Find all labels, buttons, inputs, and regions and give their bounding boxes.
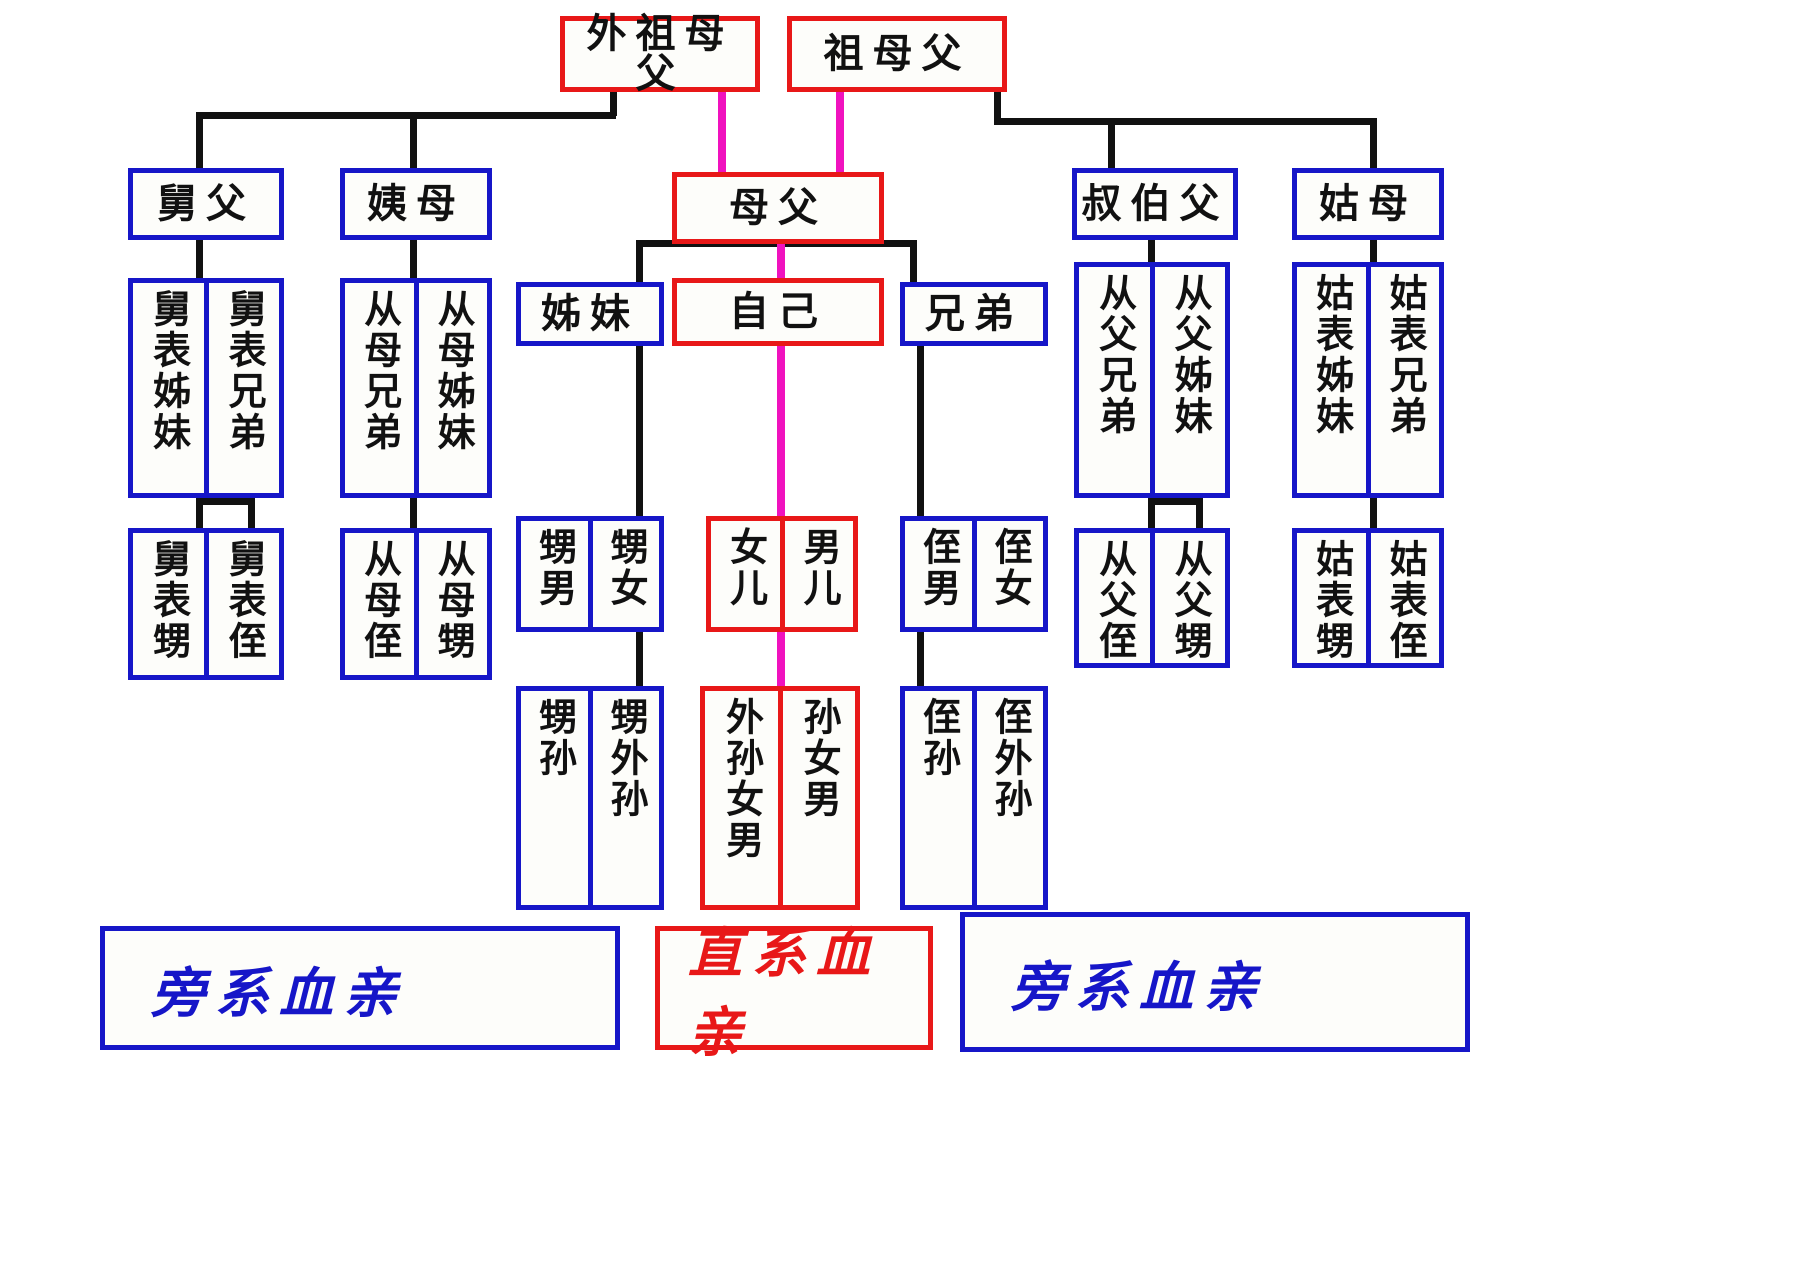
cell-brother-daughter[interactable]: 侄女	[971, 521, 1043, 627]
box-brother[interactable]: 兄弟	[900, 282, 1048, 346]
cell-daughter[interactable]: 女儿	[711, 521, 780, 627]
pair-paternal-uncle-grandchildren[interactable]: 从父侄 从父甥	[1074, 528, 1230, 668]
cell-maternal-cousin-nephew[interactable]: 舅表甥	[133, 533, 204, 675]
lineal-connector-line	[718, 92, 726, 178]
connector-line	[410, 236, 417, 278]
box-maternal-grandparents[interactable]: 外祖母父	[560, 11, 760, 97]
legend-center-label: 直系血亲	[688, 922, 880, 1064]
pair-paternal-aunt-grandchildren[interactable]: 姑表甥 姑表侄	[1292, 528, 1444, 668]
cell-paternal-aunt-niece[interactable]: 姑表侄	[1365, 533, 1439, 663]
connector-line	[917, 345, 924, 517]
cell-paternal-cousin-niece[interactable]: 从父侄	[1079, 533, 1150, 663]
pair-sister-grandchildren[interactable]: 甥孙 甥外孙	[516, 686, 664, 910]
box-paternal-grandparents[interactable]: 祖母父	[787, 16, 1007, 92]
cell-paternal-cousin-brother[interactable]: 从父兄弟	[1079, 267, 1150, 493]
label-maternal-aunt: 姨母	[367, 181, 465, 227]
box-maternal-uncle[interactable]: 舅父	[128, 168, 284, 240]
cell-sister-grandson[interactable]: 甥孙	[521, 691, 588, 905]
cell-sons-children[interactable]: 孙女男	[777, 691, 855, 905]
cell-sister-son[interactable]: 甥男	[521, 521, 588, 627]
label-maternal-grandparents: 外祖母父	[586, 11, 734, 97]
cell-maternal-cousin-sister[interactable]: 舅表姊妹	[133, 283, 204, 493]
cell-paternal-aunt-daughter[interactable]: 姑表姊妹	[1297, 267, 1366, 493]
box-paternal-uncle[interactable]: 叔伯父	[1072, 168, 1238, 240]
box-sister[interactable]: 姊妹	[516, 282, 664, 346]
connector-line	[410, 498, 417, 528]
connector-line	[196, 236, 203, 278]
connector-line	[248, 498, 255, 528]
cell-maternal-aunt-daughter[interactable]: 从母姊妹	[413, 283, 487, 493]
cell-maternal-aunt-nephew[interactable]: 从母侄	[345, 533, 414, 675]
label-paternal-uncle: 叔伯父	[1081, 181, 1229, 227]
pair-maternal-uncle-grandchildren[interactable]: 舅表甥 舅表侄	[128, 528, 284, 680]
pair-sister-children[interactable]: 甥男 甥女	[516, 516, 664, 632]
connector-line	[1370, 118, 1377, 174]
connector-line	[196, 498, 203, 528]
cell-maternal-aunt-niece[interactable]: 从母甥	[413, 533, 487, 675]
connector-line	[1148, 236, 1155, 278]
connector-line	[610, 92, 617, 116]
connector-line	[994, 92, 1001, 122]
pair-maternal-aunt-children[interactable]: 从母兄弟 从母姊妹	[340, 278, 492, 498]
connector-line	[636, 240, 643, 282]
connector-line	[917, 630, 924, 686]
pair-maternal-aunt-grandchildren[interactable]: 从母侄 从母甥	[340, 528, 492, 680]
cell-paternal-cousin-sister[interactable]: 从父姊妹	[1149, 267, 1225, 493]
connector-line	[1148, 498, 1155, 528]
box-parents[interactable]: 母父	[672, 172, 884, 244]
connector-line	[196, 112, 616, 119]
box-paternal-aunt[interactable]: 姑母	[1292, 168, 1444, 240]
label-self: 自己	[729, 289, 827, 335]
lineal-connector-line	[836, 92, 844, 178]
box-maternal-aunt[interactable]: 姨母	[340, 168, 492, 240]
cell-paternal-cousin-nephew[interactable]: 从父甥	[1149, 533, 1225, 663]
connector-line	[196, 498, 254, 505]
pair-maternal-uncle-children[interactable]: 舅表姊妹 舅表兄弟	[128, 278, 284, 498]
lineal-connector-line	[777, 345, 785, 517]
connector-line	[1370, 236, 1377, 278]
legend-left-label: 旁系血亲	[151, 961, 407, 1025]
connector-line	[1196, 498, 1203, 528]
cell-maternal-cousin-brother[interactable]: 舅表兄弟	[203, 283, 279, 493]
legend-lineal-center[interactable]: 直系血亲	[655, 922, 933, 1064]
connector-line	[636, 345, 643, 517]
connector-line	[910, 240, 917, 282]
legend-collateral-right[interactable]: 旁系血亲	[960, 912, 1470, 1052]
label-sister: 姊妹	[541, 291, 639, 337]
cell-maternal-aunt-son[interactable]: 从母兄弟	[345, 283, 414, 493]
lineal-connector-line	[777, 630, 785, 686]
connector-line	[1108, 118, 1115, 174]
connector-line	[1370, 498, 1377, 528]
label-paternal-aunt: 姑母	[1319, 181, 1417, 227]
connector-line	[410, 112, 417, 174]
cell-brother-granddaughter-son[interactable]: 侄外孙	[971, 691, 1043, 905]
cell-daughters-children[interactable]: 外孙女男	[705, 691, 778, 905]
connector-line	[196, 112, 203, 174]
label-parents: 母父	[729, 185, 827, 231]
label-paternal-grandparents: 祖母父	[823, 31, 971, 77]
pair-own-grandchildren[interactable]: 外孙女男 孙女男	[700, 686, 860, 910]
connector-line	[636, 630, 643, 686]
cell-sister-granddaughter-son[interactable]: 甥外孙	[587, 691, 659, 905]
cell-paternal-aunt-nephew[interactable]: 姑表甥	[1297, 533, 1366, 663]
cell-paternal-aunt-son[interactable]: 姑表兄弟	[1365, 267, 1439, 493]
legend-right-label: 旁系血亲	[1011, 955, 1267, 1019]
connector-line	[1148, 498, 1202, 505]
cell-sister-daughter[interactable]: 甥女	[587, 521, 659, 627]
pair-brother-children[interactable]: 侄男 侄女	[900, 516, 1048, 632]
lineal-connector-line	[777, 236, 785, 282]
label-brother: 兄弟	[925, 291, 1023, 337]
label-maternal-uncle: 舅父	[157, 181, 255, 227]
cell-son[interactable]: 男儿	[779, 521, 853, 627]
cell-brother-son[interactable]: 侄男	[905, 521, 972, 627]
pair-own-children[interactable]: 女儿 男儿	[706, 516, 858, 632]
connector-line	[994, 118, 1376, 125]
cell-brother-grandson[interactable]: 侄孙	[905, 691, 972, 905]
pair-paternal-aunt-children[interactable]: 姑表姊妹 姑表兄弟	[1292, 262, 1444, 498]
pair-brother-grandchildren[interactable]: 侄孙 侄外孙	[900, 686, 1048, 910]
box-self[interactable]: 自己	[672, 278, 884, 346]
pair-paternal-uncle-children[interactable]: 从父兄弟 从父姊妹	[1074, 262, 1230, 498]
legend-collateral-left[interactable]: 旁系血亲	[100, 926, 620, 1050]
cell-maternal-cousin-niece[interactable]: 舅表侄	[203, 533, 279, 675]
